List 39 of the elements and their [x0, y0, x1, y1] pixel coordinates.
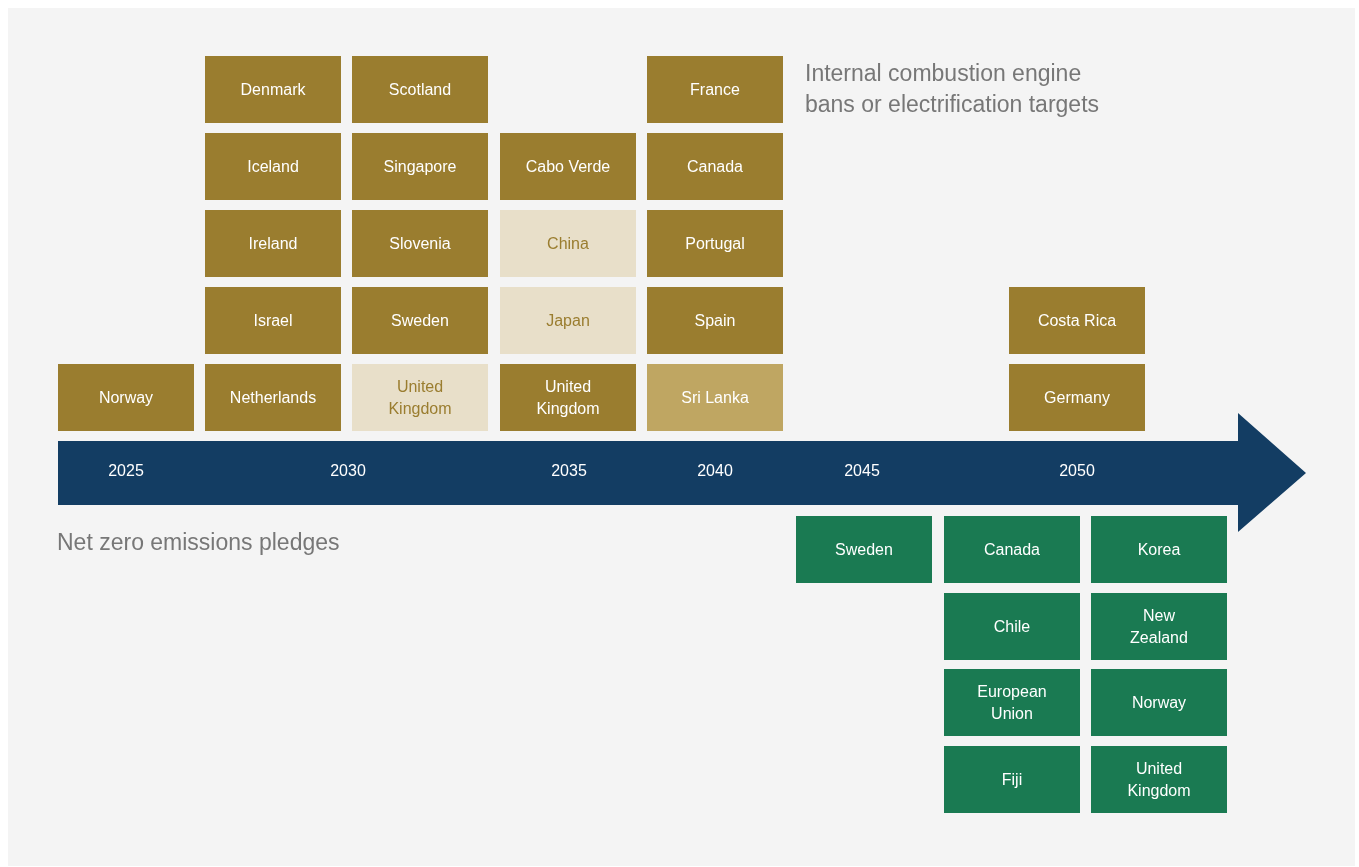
- pledge-box: Canada: [944, 516, 1080, 583]
- country-box: Singapore: [352, 133, 488, 200]
- country-box: Denmark: [205, 56, 341, 123]
- year-label: 2050: [1058, 461, 1096, 481]
- pledge-box: Sweden: [796, 516, 932, 583]
- pledge-box: United Kingdom: [1091, 746, 1227, 813]
- country-box: Scotland: [352, 56, 488, 123]
- year-label: 2045: [843, 461, 881, 481]
- country-box: Sri Lanka: [647, 364, 783, 431]
- section-heading: Internal combustion engine bans or electrification targets: [805, 59, 1101, 119]
- pledge-box: Chile: [944, 593, 1080, 660]
- section-heading: Net zero emissions pledges: [57, 528, 341, 557]
- country-box: United Kingdom: [500, 364, 636, 431]
- country-box: Norway: [58, 364, 194, 431]
- pledge-box: European Union: [944, 669, 1080, 736]
- country-box: Portugal: [647, 210, 783, 277]
- country-box: Cabo Verde: [500, 133, 636, 200]
- country-box: Costa Rica: [1009, 287, 1145, 354]
- pledge-box: Norway: [1091, 669, 1227, 736]
- country-box: Israel: [205, 287, 341, 354]
- year-label: 2040: [696, 461, 734, 481]
- pledge-box: Korea: [1091, 516, 1227, 583]
- country-box: China: [500, 210, 636, 277]
- pledge-box: Fiji: [944, 746, 1080, 813]
- country-box: Sweden: [352, 287, 488, 354]
- country-box: Netherlands: [205, 364, 341, 431]
- country-box: Slovenia: [352, 210, 488, 277]
- country-box: Ireland: [205, 210, 341, 277]
- country-box: Canada: [647, 133, 783, 200]
- year-label: 2030: [329, 461, 367, 481]
- country-box: Germany: [1009, 364, 1145, 431]
- country-box: France: [647, 56, 783, 123]
- year-label: 2035: [550, 461, 588, 481]
- year-label: 2025: [107, 461, 145, 481]
- country-box: United Kingdom: [352, 364, 488, 431]
- country-box: Japan: [500, 287, 636, 354]
- pledge-box: New Zealand: [1091, 593, 1227, 660]
- country-box: Iceland: [205, 133, 341, 200]
- country-box: Spain: [647, 287, 783, 354]
